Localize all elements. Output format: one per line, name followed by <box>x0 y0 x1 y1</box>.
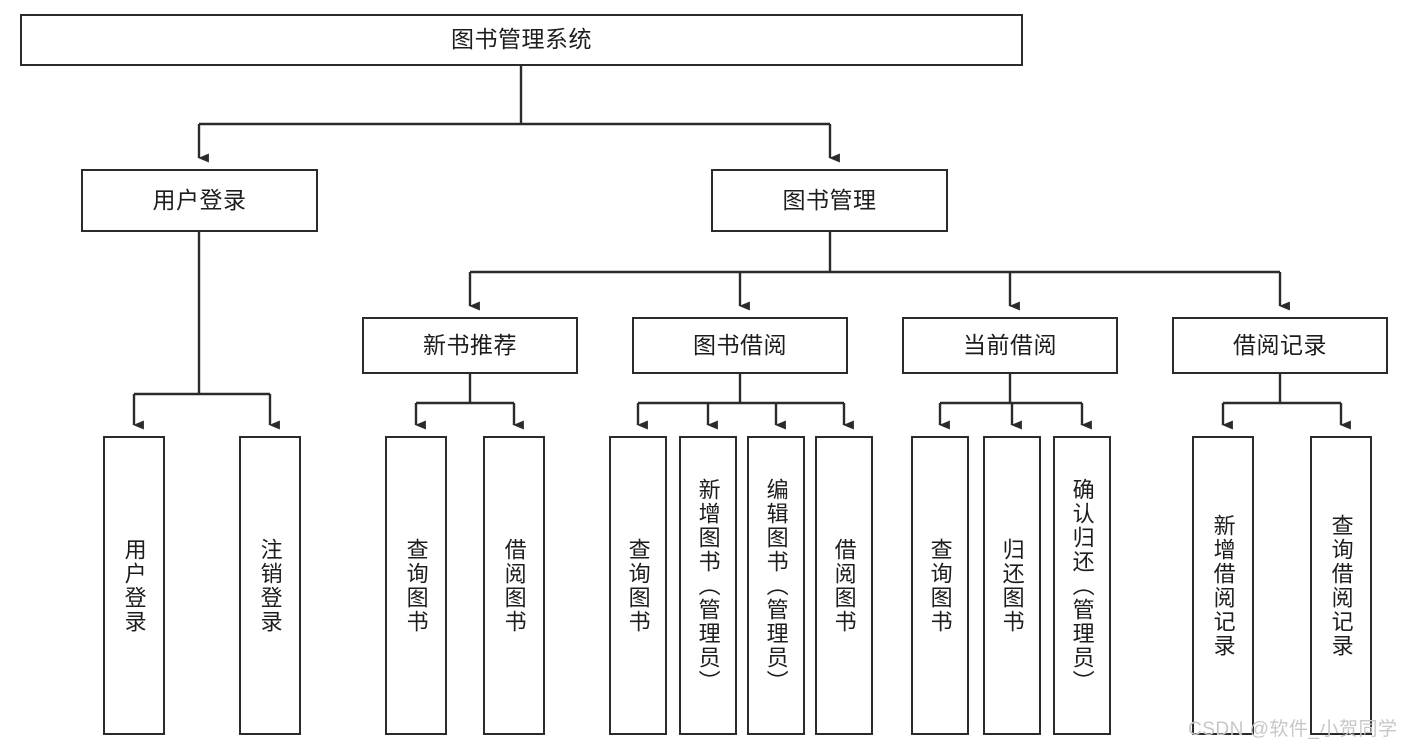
leaf-query-book-2-label: 查询图书 <box>625 537 651 634</box>
node-root-label: 图书管理系统 <box>451 26 592 53</box>
edges-bookborrow-to-leaves <box>636 374 854 430</box>
leaf-query-borrow-record-label: 查询借阅记录 <box>1328 513 1354 658</box>
node-book-borrow[interactable]: 图书借阅 <box>632 317 848 374</box>
node-borrow-record-label: 借阅记录 <box>1233 331 1327 358</box>
leaf-confirm-return-admin[interactable]: 确认归还（管理员） <box>1053 436 1111 735</box>
leaf-return-book[interactable]: 归还图书 <box>983 436 1041 735</box>
node-current-borrow-label: 当前借阅 <box>963 331 1057 358</box>
edges-currentborrow-to-leaves <box>938 374 1092 430</box>
edges-borrowrecord-to-leaves <box>1221 374 1351 430</box>
leaf-query-book-2[interactable]: 查询图书 <box>609 436 667 735</box>
node-book-manage-label: 图书管理 <box>782 186 877 213</box>
node-book-borrow-label: 图书借阅 <box>693 331 787 358</box>
leaf-add-borrow-record-label: 新增借阅记录 <box>1210 513 1236 658</box>
node-book-manage[interactable]: 图书管理 <box>711 169 948 232</box>
leaf-query-book-3-label: 查询图书 <box>927 537 953 634</box>
leaf-query-book-3[interactable]: 查询图书 <box>911 436 969 735</box>
node-user-login-label: 用户登录 <box>152 186 247 213</box>
leaf-edit-book-admin[interactable]: 编辑图书（管理员） <box>747 436 805 735</box>
leaf-logout-login-label: 注销登录 <box>257 537 283 634</box>
edges-root-to-level2 <box>197 66 840 163</box>
leaf-query-book-1[interactable]: 查询图书 <box>385 436 447 735</box>
leaf-add-book-admin-label: 新增图书（管理员） <box>695 477 721 694</box>
leaf-borrow-book-2[interactable]: 借阅图书 <box>815 436 873 735</box>
leaf-query-borrow-record[interactable]: 查询借阅记录 <box>1310 436 1372 735</box>
leaf-borrow-book-1[interactable]: 借阅图书 <box>483 436 545 735</box>
leaf-add-borrow-record[interactable]: 新增借阅记录 <box>1192 436 1254 735</box>
leaf-user-login-label: 用户登录 <box>121 537 147 634</box>
leaf-borrow-book-2-label: 借阅图书 <box>831 537 857 634</box>
leaf-add-book-admin[interactable]: 新增图书（管理员） <box>679 436 737 735</box>
leaf-confirm-return-admin-label: 确认归还（管理员） <box>1069 477 1095 694</box>
edges-newbook-to-leaves <box>414 374 524 430</box>
leaf-return-book-label: 归还图书 <box>999 537 1025 634</box>
edges-bookmanage-to-level3 <box>468 232 1290 311</box>
leaf-query-book-1-label: 查询图书 <box>403 537 429 634</box>
node-current-borrow[interactable]: 当前借阅 <box>902 317 1118 374</box>
leaf-edit-book-admin-label: 编辑图书（管理员） <box>763 477 789 694</box>
edges-userlogin-to-leaves <box>132 232 280 430</box>
node-new-book-recommend-label: 新书推荐 <box>423 331 517 358</box>
node-borrow-record[interactable]: 借阅记录 <box>1172 317 1388 374</box>
node-user-login[interactable]: 用户登录 <box>81 169 318 232</box>
leaf-user-login[interactable]: 用户登录 <box>103 436 165 735</box>
node-root[interactable]: 图书管理系统 <box>20 14 1023 66</box>
node-new-book-recommend[interactable]: 新书推荐 <box>362 317 578 374</box>
leaf-logout-login[interactable]: 注销登录 <box>239 436 301 735</box>
leaf-borrow-book-1-label: 借阅图书 <box>501 537 527 634</box>
